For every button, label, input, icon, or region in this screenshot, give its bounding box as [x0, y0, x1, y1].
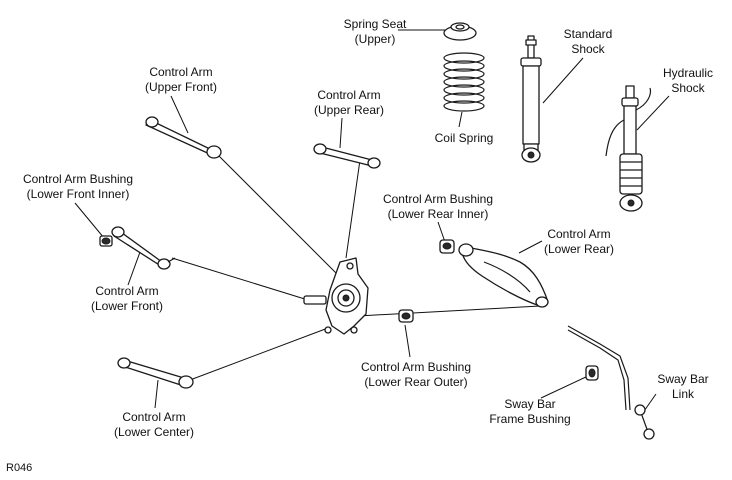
label-line: Control Arm: [317, 88, 381, 102]
label-sway-bar-link: Sway Bar Link: [650, 372, 716, 402]
label-bushing-lower-rear-inner: Control Arm Bushing (Lower Rear Inner): [366, 192, 510, 222]
label-line: Coil Spring: [434, 131, 494, 145]
control-arm-upper-rear-part: [313, 143, 381, 169]
figure-reference-code: R046: [6, 462, 33, 474]
bushing-lower-front-inner-part: [99, 235, 113, 247]
label-line: Control Arm: [149, 65, 213, 79]
label-sway-bar-frame-bushing: Sway Bar Frame Bushing: [476, 397, 584, 427]
label-line: Spring Seat: [343, 17, 407, 31]
bushing-lower-rear-inner-part: [439, 239, 455, 254]
coil-spring-part: [443, 52, 485, 112]
label-control-arm-lower-front: Control Arm (Lower Front): [82, 284, 172, 314]
label-line: (Upper Front): [144, 80, 218, 94]
label-line: (Lower Rear Outer): [364, 375, 468, 389]
label-line: Control Arm: [547, 227, 611, 241]
sway-bar-part: [567, 325, 631, 411]
label-line: (Lower Center): [113, 425, 195, 439]
label-line: (Lower Front): [90, 299, 164, 313]
standard-shock-part: [520, 35, 542, 163]
label-line: Sway Bar: [504, 397, 556, 411]
label-spring-seat-upper: Spring Seat (Upper): [336, 17, 414, 47]
spring-seat-upper-part: [443, 22, 477, 41]
label-line: (Lower Rear): [543, 242, 615, 256]
label-line: Control Arm: [122, 410, 186, 424]
label-control-arm-upper-rear: Control Arm (Upper Rear): [306, 88, 392, 118]
knuckle-part: [303, 257, 369, 335]
label-line: Link: [671, 387, 694, 401]
leader-lines: [74, 29, 670, 415]
sway-bar-frame-bushing-part: [585, 365, 599, 381]
control-arm-lower-front-part: [111, 226, 176, 270]
label-line: Control Arm Bushing: [382, 192, 494, 206]
label-line: (Upper Rear): [313, 103, 385, 117]
label-line: Control Arm Bushing: [22, 172, 134, 186]
bushing-lower-rear-outer-part: [398, 309, 414, 323]
label-control-arm-lower-rear: Control Arm (Lower Rear): [536, 227, 622, 257]
label-line: (Lower Rear Inner): [387, 207, 489, 221]
label-standard-shock: Standard Shock: [556, 27, 620, 57]
label-control-arm-upper-front: Control Arm (Upper Front): [136, 65, 226, 95]
label-control-arm-lower-center: Control Arm (Lower Center): [106, 410, 202, 440]
label-line: Control Arm: [95, 284, 159, 298]
control-arm-lower-center-part: [117, 357, 194, 389]
label-line: Shock: [571, 42, 605, 56]
label-line: (Lower Front Inner): [26, 187, 130, 201]
label-line: Shock: [671, 81, 705, 95]
hydraulic-shock-part: [605, 85, 652, 212]
control-arm-upper-front-part: [145, 116, 222, 159]
label-line: (Upper): [354, 32, 396, 46]
label-hydraulic-shock: Hydraulic Shock: [656, 66, 720, 96]
label-line: Standard: [563, 27, 613, 41]
control-arm-lower-rear-part: [458, 243, 549, 308]
label-coil-spring: Coil Spring: [424, 131, 504, 146]
label-line: Sway Bar: [657, 372, 709, 386]
label-line: Control Arm Bushing: [360, 360, 472, 374]
label-bushing-lower-rear-outer: Control Arm Bushing (Lower Rear Outer): [344, 360, 488, 390]
sway-bar-link-part: [634, 404, 655, 440]
label-line: Frame Bushing: [489, 412, 571, 426]
label-bushing-lower-front-inner: Control Arm Bushing (Lower Front Inner): [8, 172, 148, 202]
label-line: Hydraulic: [662, 66, 713, 80]
